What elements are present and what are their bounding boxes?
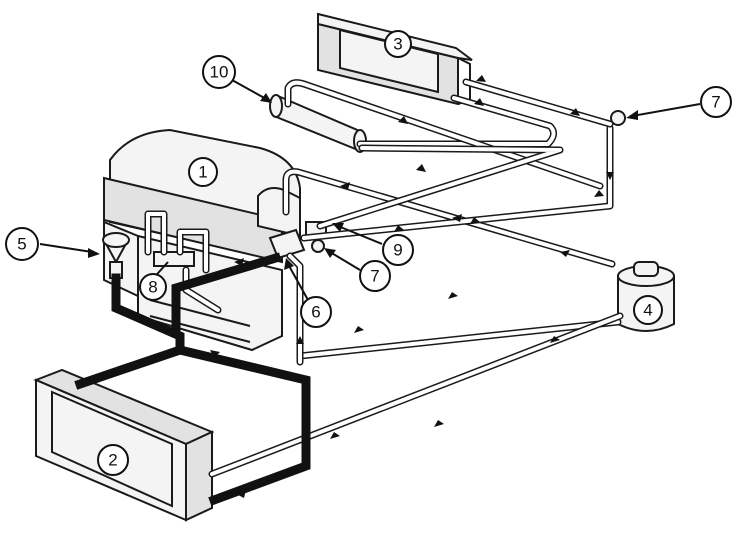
svg-text:5: 5 — [17, 235, 26, 254]
svg-text:6: 6 — [311, 303, 320, 322]
label-7-middle: 7 — [359, 260, 391, 292]
label-8: 8 — [139, 273, 167, 301]
label-6: 6 — [300, 296, 332, 328]
svg-text:1: 1 — [198, 163, 207, 182]
leader-lines — [39, 79, 701, 301]
svg-text:10: 10 — [210, 63, 229, 82]
flow-arrows — [102, 75, 614, 498]
svg-text:2: 2 — [108, 451, 117, 470]
temp-sensor-small — [311, 239, 325, 253]
thermo-valve-top — [610, 110, 626, 126]
label-4: 4 — [633, 295, 663, 325]
svg-text:9: 9 — [393, 241, 402, 260]
label-1: 1 — [188, 157, 218, 187]
thermostat-housing — [268, 228, 306, 260]
main-coolant-line — [74, 252, 311, 506]
engine-manifold — [153, 251, 195, 267]
svg-text:7: 7 — [370, 267, 379, 286]
label-3: 3 — [384, 30, 412, 58]
svg-text:3: 3 — [393, 35, 402, 54]
radiator — [33, 368, 215, 522]
svg-text:4: 4 — [643, 301, 652, 320]
label-7-top: 7 — [700, 86, 732, 118]
svg-text:7: 7 — [711, 93, 720, 112]
heater-core — [317, 12, 473, 106]
label-2: 2 — [97, 444, 129, 476]
label-10: 10 — [202, 55, 236, 89]
label-9: 9 — [382, 234, 414, 266]
svg-text:8: 8 — [148, 278, 157, 297]
label-5: 5 — [5, 227, 39, 261]
